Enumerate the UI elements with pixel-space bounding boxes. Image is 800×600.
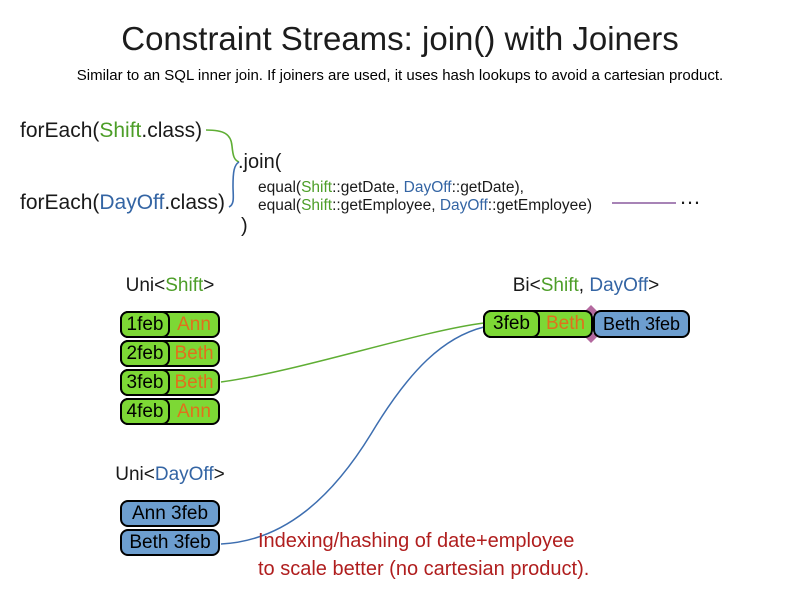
code-token: .class) [141, 119, 203, 142]
page-subtitle: Similar to an SQL inner join. If joiners… [76, 67, 724, 84]
code-join-close: ) [241, 215, 248, 237]
employee-cell: Beth [174, 342, 214, 364]
code-foreach-shift: forEach(Shift.class) [20, 119, 202, 143]
label-token-dayoff: DayOff [154, 464, 214, 485]
note-line-1: Indexing/hashing of date+employee [258, 530, 575, 552]
code-foreach-dayoff: forEach(DayOff.class) [20, 191, 225, 215]
code-token: .class) [164, 191, 226, 214]
label-token: Bi< [512, 275, 541, 296]
table-row: 3feb Beth [120, 369, 220, 396]
label-token: > [648, 275, 660, 296]
code-token: equal( [258, 197, 302, 214]
code-token: ::getEmployee, [332, 197, 440, 214]
dayoff-cell: Ann 3feb [131, 502, 209, 524]
note-line-2: to scale better (no cartesian product). [258, 558, 590, 580]
label-token: > [203, 275, 215, 296]
employee-cell: Ann [177, 313, 211, 335]
note-text: Indexing/hashing of date+employee to sca… [258, 527, 589, 583]
connector-dayoff-to-bi [220, 326, 485, 545]
continuation-ellipsis: … [679, 184, 702, 209]
code-join-open: .join( [238, 151, 282, 173]
connector-shift-to-bi [220, 322, 485, 383]
label-token: Uni< [115, 464, 155, 485]
uni-dayoff-label: Uni<DayOff> [110, 464, 230, 486]
code-token-dayoff: DayOff [99, 191, 165, 214]
label-token: > [213, 464, 225, 485]
code-token: forEach( [20, 119, 100, 142]
code-token-shift: Shift [301, 197, 333, 214]
code-token: equal( [258, 179, 302, 196]
code-joiner-date: equal(Shift::getDate, DayOff::getDate), [258, 179, 524, 197]
bi-label: Bi<Shift, DayOff> [483, 275, 689, 297]
code-token-dayoff: DayOff [403, 179, 452, 196]
employee-cell: Beth [545, 313, 586, 334]
label-token-dayoff: DayOff [589, 275, 649, 296]
dayoff-cell: Beth 3feb [129, 531, 211, 553]
code-token-shift: Shift [301, 179, 333, 196]
code-token-shift: Shift [99, 119, 142, 142]
bi-dayoff-part: Beth 3feb [593, 310, 690, 338]
bi-result-row: 3feb Beth Beth 3feb [483, 310, 690, 338]
employee-cell: Beth [174, 371, 214, 393]
code-joiner-employee: equal(Shift::getEmployee, DayOff::getEmp… [258, 197, 592, 215]
uni-dayoff-table: Ann 3feb Beth 3feb [120, 500, 220, 558]
date-cell: 3feb [483, 310, 540, 338]
employee-cell: Ann [177, 400, 211, 422]
page-title: Constraint Streams: join() with Joiners [121, 20, 679, 57]
code-token: ::getDate, [332, 179, 404, 196]
table-row: 1feb Ann [120, 311, 220, 338]
label-token-shift: Shift [165, 275, 204, 296]
code-token: ::getEmployee) [487, 197, 593, 214]
date-cell: 1feb [120, 311, 170, 338]
date-cell: 3feb [120, 369, 170, 396]
label-token-shift: Shift [540, 275, 579, 296]
label-token: , [578, 275, 590, 296]
brace-green-curve [205, 129, 240, 163]
label-token: Uni< [125, 275, 166, 296]
date-cell: 2feb [120, 340, 170, 367]
table-row: Beth 3feb [120, 529, 220, 556]
date-cell: 4feb [120, 398, 170, 425]
code-token: forEach( [20, 191, 100, 214]
code-token: ::getDate), [451, 179, 524, 196]
uni-shift-label: Uni<Shift> [120, 275, 220, 297]
table-row: 2feb Beth [120, 340, 220, 367]
table-row: 4feb Ann [120, 398, 220, 425]
bi-shift-part: 3feb Beth [483, 310, 593, 338]
brace-blue-curve [228, 161, 240, 208]
table-row: Ann 3feb [120, 500, 220, 527]
code-token-dayoff: DayOff [439, 197, 488, 214]
uni-shift-table: 1feb Ann 2feb Beth 3feb Beth 4feb Ann [120, 311, 220, 427]
